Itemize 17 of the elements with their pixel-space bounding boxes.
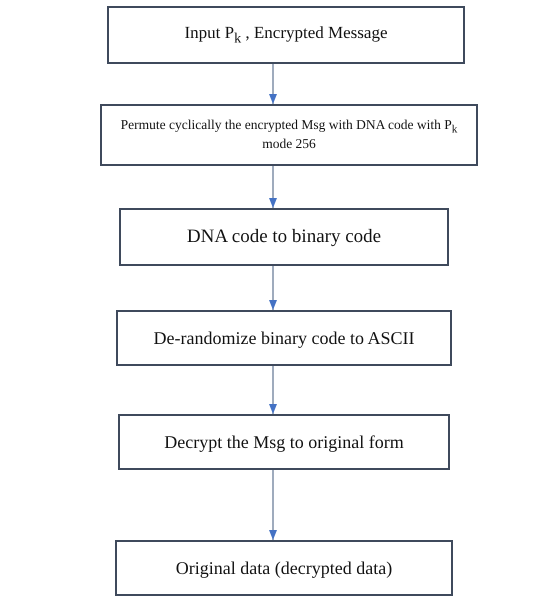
step-text: DNA code to binary code [186, 225, 382, 249]
step-text: Decrypt the Msg to original form [164, 430, 404, 454]
step-text: Original data (decrypted data) [176, 556, 392, 580]
step-text: Permute cyclically the encrypted Msg with DNA code with P$_{k}$ mode 256 [120, 116, 458, 154]
step-text: De-randomize binary code to ASCII [154, 326, 414, 350]
arrow [269, 166, 277, 208]
process-box [107, 6, 465, 64]
process-box [115, 540, 453, 596]
arrow [269, 266, 277, 310]
process-box [118, 414, 450, 470]
arrow [269, 64, 277, 104]
arrow [269, 470, 277, 540]
process-box [119, 208, 449, 266]
process-box [100, 104, 478, 166]
arrow [269, 366, 277, 414]
process-box [116, 310, 452, 366]
step-text: Input P$_{k}$ , Encrypted Message [184, 22, 388, 48]
